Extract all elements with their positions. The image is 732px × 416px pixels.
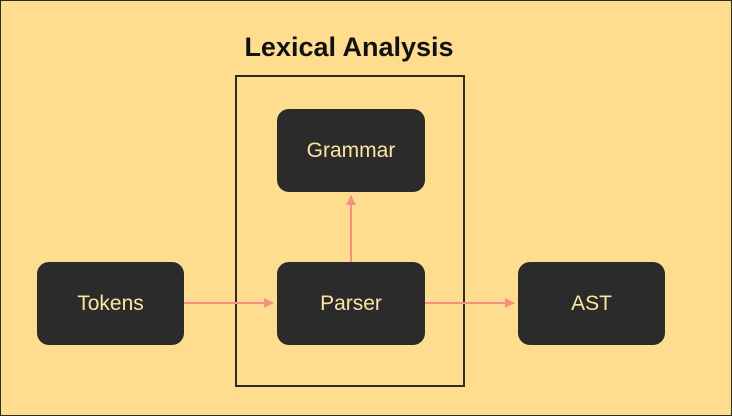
node-grammar-label: Grammar [306, 138, 396, 162]
node-parser: Parser [277, 262, 425, 345]
group-title: Lexical Analysis [244, 32, 454, 62]
node-tokens-label: Tokens [77, 291, 144, 315]
node-ast-label: AST [571, 291, 612, 315]
node-ast: AST [518, 262, 665, 345]
node-tokens: Tokens [37, 262, 184, 345]
lexical-analysis-group [235, 75, 465, 387]
node-grammar: Grammar [277, 109, 425, 192]
node-parser-label: Parser [320, 291, 382, 315]
